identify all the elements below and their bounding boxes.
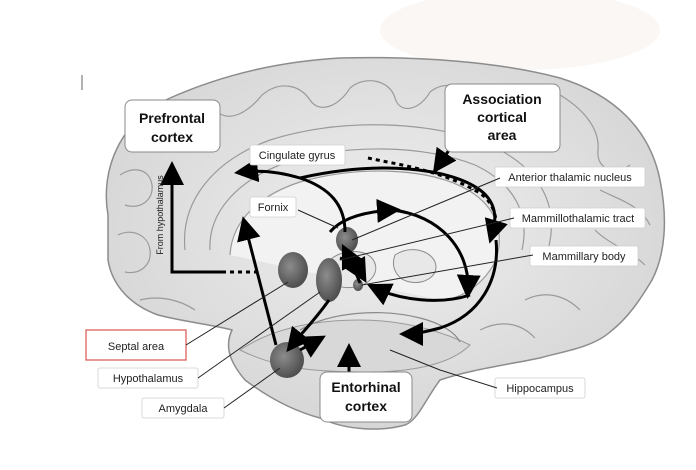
hypothalamus-label: Hypothalamus: [113, 373, 184, 385]
entorhinal-cortex-box: Entorhinal cortex: [319, 371, 413, 423]
mammillary-body-label: Mammillary body: [542, 251, 626, 263]
from-hypothalamus-label: From hypothalamus: [155, 175, 165, 255]
amygdala-shape: [270, 342, 304, 378]
leader-lines: [185, 177, 534, 409]
hippocampus-label: Hippocampus: [506, 383, 574, 395]
entorhinal-line-1: Entorhinal: [331, 379, 400, 395]
entorhinal-line-2: cortex: [345, 398, 387, 414]
association-line-1: Association: [462, 91, 541, 107]
anterior-thalamic-nucleus-label: Anterior thalamic nucleus: [508, 172, 632, 184]
prefrontal-line-1: Prefrontal: [139, 110, 205, 126]
right-labels: [97, 144, 646, 419]
association-line-3: area: [488, 127, 517, 143]
amygdala-label: Amygdala: [159, 403, 209, 415]
hypothalamus-shape: [316, 258, 342, 302]
cingulate-gyrus-label: Cingulate gyrus: [259, 150, 336, 162]
background-glow: [380, 0, 660, 70]
association-line-2: cortical: [477, 109, 527, 125]
fornix-label: Fornix: [258, 202, 289, 214]
mammillothalamic-tract-label: Mammillothalamic tract: [522, 213, 634, 225]
prefrontal-cortex-box: Prefrontal cortex: [124, 99, 221, 153]
prefrontal-line-2: cortex: [151, 129, 193, 145]
septal-area-label: Septal area: [108, 341, 165, 353]
septal-area-shape: [278, 252, 308, 288]
association-cortical-area-box: Association cortical area: [444, 83, 561, 153]
anterior-thalamic-nucleus-shape: [336, 227, 358, 253]
pathway-arrows: [160, 139, 508, 380]
